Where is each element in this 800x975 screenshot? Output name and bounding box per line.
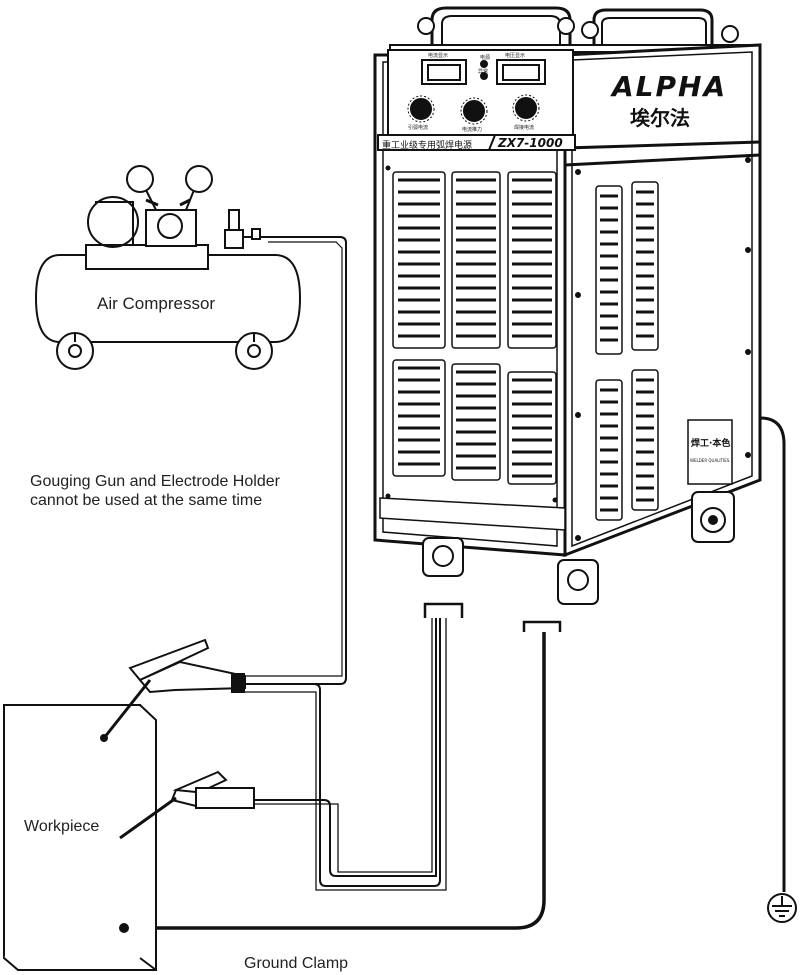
earth-ground-line (759, 416, 786, 892)
usage-note: Gouging Gun and Electrode Holder cannot … (30, 472, 350, 510)
gouging-gun (100, 638, 246, 742)
gouging-cable (243, 618, 441, 887)
electrode-cable (255, 618, 437, 877)
ground-cable (124, 632, 546, 930)
brand-logo: ALPHA (612, 70, 728, 103)
meter-right-label: 电压显示 (505, 53, 526, 59)
knob2-label: 电流推力 (462, 127, 483, 133)
knob1-label: 引弧电流 (408, 125, 429, 131)
air-compressor (34, 165, 302, 370)
air-compressor-label: Air Compressor (97, 294, 216, 313)
ground-clamp-label: Ground Clamp (244, 955, 349, 972)
air-hose (243, 236, 347, 685)
earth-ground-icon (767, 893, 797, 923)
badge-subtitle: WELDER QUALITIES (690, 458, 730, 463)
electrode-holder (119, 770, 255, 840)
badge-title: 焊工·本色 (691, 439, 731, 449)
meter-left-label: 电流显示 (428, 53, 449, 59)
fault-indicator-label: 异常 (478, 69, 489, 75)
workpiece (3, 704, 157, 971)
panel-title: 重工业级专用弧焊电源 (382, 140, 473, 150)
model-number: ZX7-1000 (498, 136, 563, 150)
brand-chinese-name: 埃尔法 (630, 106, 690, 130)
usage-note-line2: cannot be used at the same time (30, 492, 263, 509)
welding-machine (373, 6, 762, 632)
workpiece-label: Workpiece (24, 818, 100, 835)
usage-note-line1: Gouging Gun and Electrode Holder (30, 473, 280, 490)
power-indicator-label: 电源 (480, 55, 491, 61)
knob3-label: 焊接电流 (514, 125, 535, 131)
